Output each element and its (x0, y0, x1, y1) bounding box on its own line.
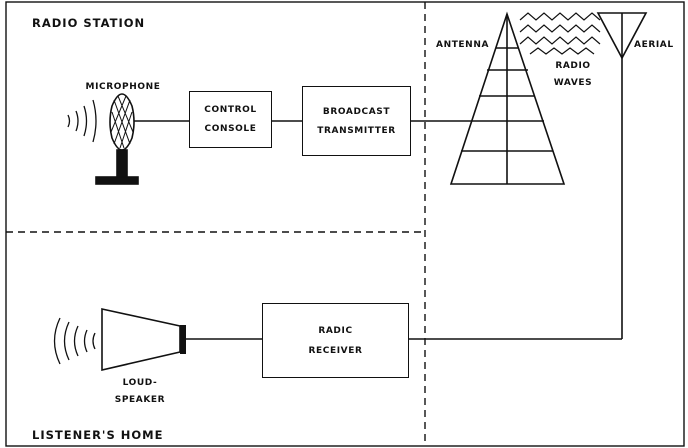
control-console-label: CONTROL CONSOLE (204, 105, 257, 134)
antenna-label: ANTENNA (436, 40, 490, 50)
microphone-label: MICROPHONE (85, 82, 161, 92)
speaker-sound-waves-icon (53, 317, 96, 365)
control-console-box: CONTROL CONSOLE (189, 91, 272, 148)
loudspeaker-label: LOUD- SPEAKER (114, 378, 166, 405)
broadcast-transmitter-box: BROADCAST TRANSMITTER (302, 86, 411, 156)
section-title-listeners-home: LISTENER'S HOME (32, 428, 164, 442)
radio-receiver-label: RADIC RECEIVER (308, 325, 363, 356)
aerial-label: AERIAL (634, 40, 674, 50)
section-title-radio-station: RADIO STATION (32, 16, 146, 30)
microphone-icon (95, 93, 139, 185)
antenna-tower-icon (449, 11, 566, 185)
sound-waves-icon (67, 99, 97, 143)
outer-frame (5, 1, 685, 447)
radio-receiver-box: RADIC RECEIVER (262, 303, 409, 378)
broadcast-transmitter-label: BROADCAST TRANSMITTER (317, 106, 396, 136)
aerial-icon (596, 12, 648, 60)
section-dividers (6, 2, 426, 446)
radio-waves-icon (519, 12, 601, 55)
radio-waves-label: RADIO WAVES (553, 61, 593, 88)
loudspeaker-icon (101, 308, 186, 372)
